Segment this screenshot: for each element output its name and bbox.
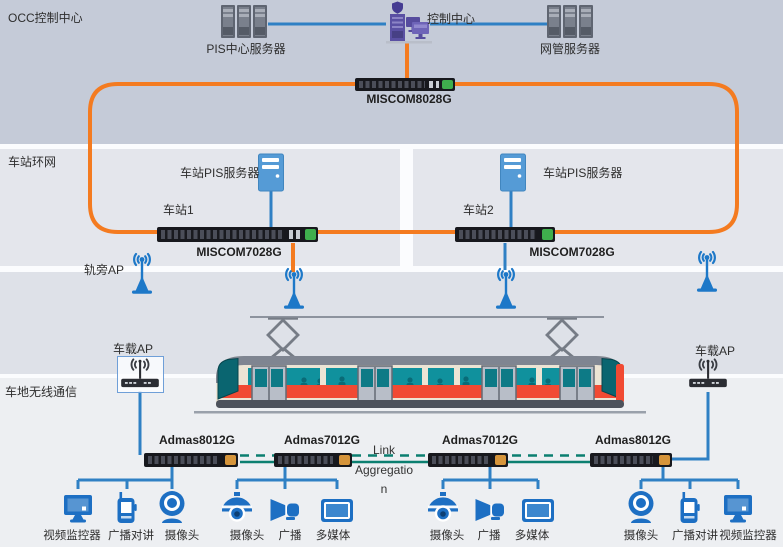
device-monitor-label: 视频监控器 — [43, 530, 101, 542]
onboard-ap-right-icon — [689, 358, 727, 388]
station2-switch-badge — [542, 229, 553, 240]
radio-icon — [117, 492, 137, 523]
device-monitor — [58, 488, 98, 524]
station1-switch-label: MISCOM7028G — [196, 245, 282, 259]
webcam-icon — [159, 491, 185, 523]
onboard-switch-4-label: Admas8012G — [594, 433, 672, 447]
station2-switch — [455, 227, 555, 242]
radio-icon — [680, 492, 700, 523]
device-dome-camera — [217, 488, 257, 524]
onboard-switch-2-ports — [278, 456, 333, 464]
station2-switch-label: MISCOM7028G — [529, 245, 615, 259]
horn-speaker-icon — [475, 499, 504, 521]
onboard-switch-1-badge — [225, 455, 236, 465]
pantograph-right — [545, 317, 579, 360]
station2-antenna-icon — [496, 267, 516, 309]
device-horn-speaker — [265, 488, 305, 524]
link-aggregation-label: Link Aggregation — [354, 443, 414, 496]
onboard-ap-left-label: 车载AP — [113, 342, 154, 356]
onboard-switch-2 — [274, 453, 352, 467]
onboard-switch-1 — [144, 453, 238, 467]
station2-pis-server-label: 车站PIS服务器 — [543, 166, 623, 180]
station1-switch-badge — [305, 229, 316, 240]
control-center-label: 控制中心 — [427, 12, 476, 26]
device-dome-camera-label: 摄像头 — [429, 530, 465, 542]
onboard-switch-2-label: Admas7012G — [283, 433, 361, 447]
station1-antenna-icon — [284, 267, 304, 309]
device-multimedia-screen-label: 多媒体 — [514, 530, 550, 542]
onboard-switch-3-badge — [495, 455, 506, 465]
ethernet-lines — [76, 22, 740, 489]
core-switch-ports — [359, 81, 425, 88]
multimedia-screen-icon — [522, 499, 554, 522]
onboard-switch-4-ports — [594, 456, 653, 464]
band-wireless-label: 车地无线通信 — [5, 385, 78, 399]
device-multimedia-screen-label: 多媒体 — [315, 530, 351, 542]
onboard-switch-2-badge — [339, 455, 350, 465]
device-monitor-label: 视频监控器 — [719, 530, 777, 542]
band-station-ring-right — [413, 149, 783, 266]
band-ring-label: 车站环网 — [8, 155, 57, 169]
onboard-switch-3-ports — [432, 456, 489, 464]
station1-switch-modules — [289, 230, 301, 239]
station1-name: 车站1 — [163, 203, 194, 217]
onboard-ap-right-label: 车载AP — [695, 344, 736, 358]
device-monitor — [718, 488, 758, 524]
device-webcam-label: 摄像头 — [623, 530, 659, 542]
pis-central-server-label: PIS中心服务器 — [206, 42, 286, 56]
station1-switch-ports — [161, 230, 284, 239]
station1-switch — [157, 227, 318, 242]
device-horn-speaker-label: 广播 — [278, 530, 302, 542]
device-radio-label: 广播对讲 — [672, 530, 718, 542]
station2-switch-ports — [459, 230, 536, 239]
webcam-icon — [628, 491, 654, 523]
onboard-switch-3 — [428, 453, 508, 467]
horn-speaker-icon — [270, 499, 299, 521]
monitor-icon — [724, 495, 752, 523]
onboard-switch-1-ports — [148, 456, 219, 464]
monitor-icon — [64, 495, 92, 523]
right-antenna-icon — [697, 250, 717, 292]
core-switch-modules — [429, 81, 439, 88]
onboard-switch-4 — [590, 453, 672, 467]
device-radio — [107, 488, 147, 524]
dome-camera-icon — [428, 492, 458, 522]
device-radio-label: 广播对讲 — [108, 530, 154, 542]
device-webcam-label: 摄像头 — [164, 530, 200, 542]
nms-server-icon — [547, 5, 593, 38]
core-switch-badge — [442, 80, 453, 89]
nms-server-label: 网管服务器 — [539, 42, 601, 56]
onboard-switch-1-label: Admas8012G — [158, 433, 236, 447]
core-switch — [355, 78, 455, 91]
device-webcam — [152, 488, 192, 524]
core-switch-label: MISCOM8028G — [366, 92, 452, 106]
station2-name: 车站2 — [463, 203, 494, 217]
fiber-ring-lines — [88, 42, 739, 272]
multimedia-screen-icon — [321, 499, 353, 522]
control-center-icon — [386, 1, 432, 44]
onboard-switch-3-label: Admas7012G — [441, 433, 519, 447]
device-horn-speaker-label: 广播 — [477, 530, 501, 542]
train-doors — [251, 365, 595, 404]
band-station-ring-left — [0, 149, 400, 266]
onboard-switch-4-badge — [659, 455, 670, 465]
device-webcam — [621, 488, 661, 524]
device-horn-speaker — [470, 488, 510, 524]
station2-pis-server-icon — [500, 153, 526, 192]
trackside-antenna-icon — [132, 252, 152, 294]
dome-camera-icon — [222, 492, 252, 522]
train-illustration — [194, 316, 646, 414]
device-radio — [670, 488, 710, 524]
station1-pis-server-icon — [258, 153, 284, 192]
pis-central-server-icon — [221, 5, 267, 38]
station1-pis-server-label: 车站PIS服务器 — [180, 166, 260, 180]
trackside-ap-label: 轨旁AP — [84, 263, 125, 277]
band-occ-label: OCC控制中心 — [8, 11, 83, 25]
pantograph-left — [266, 317, 300, 360]
device-dome-camera — [423, 488, 463, 524]
device-multimedia-screen — [518, 488, 558, 524]
device-multimedia-screen — [317, 488, 357, 524]
onboard-ap-left-icon — [121, 358, 159, 388]
device-dome-camera-label: 摄像头 — [229, 530, 265, 542]
